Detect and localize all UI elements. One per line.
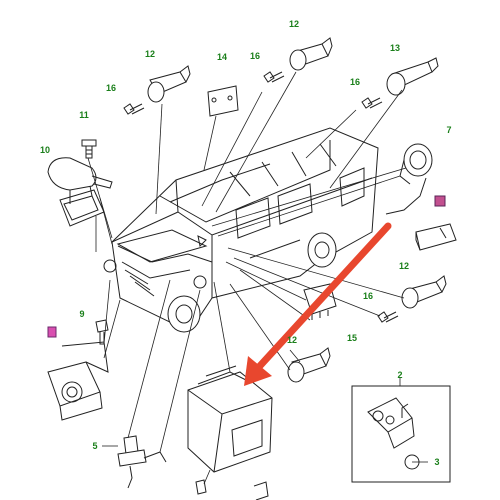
callout-16-top-right: 16: [349, 77, 361, 87]
plate-part: [207, 85, 239, 117]
callout-12-right: 12: [398, 261, 410, 271]
switch-part: [117, 435, 167, 489]
callout-2: 2: [397, 370, 403, 380]
sensor-part: [95, 319, 109, 345]
highlight-marker-right: [434, 195, 446, 207]
screw-part-4: [377, 311, 399, 323]
clock-spring-part: [385, 143, 433, 215]
bulb-holder-bottom: [287, 347, 331, 383]
bolt-part: [81, 139, 97, 159]
pointer-arrow: [244, 222, 392, 386]
callout-3: 3: [434, 457, 440, 467]
siren-unit-part: [47, 341, 109, 421]
callout-7: 7: [446, 125, 452, 135]
ecu-box-part: [187, 365, 273, 473]
vehicle-body: [103, 127, 379, 333]
callout-12-top-left: 12: [144, 49, 156, 59]
callout-15: 15: [346, 333, 358, 343]
callout-12-top-center: 12: [288, 19, 300, 29]
bulb-holder-right: [401, 275, 447, 309]
callout-14: 14: [216, 52, 228, 62]
callout-10: 10: [39, 145, 51, 155]
callout-13: 13: [389, 43, 401, 53]
callout-9: 9: [79, 309, 85, 319]
horn-part: [47, 157, 113, 227]
leader-lines: [87, 71, 428, 485]
callout-16-top-center: 16: [249, 51, 261, 61]
highlight-marker-left: [47, 326, 57, 338]
screw-part-3: [361, 97, 383, 109]
lamp-part: [386, 57, 439, 96]
screw-part-1: [123, 103, 145, 115]
plug-part: [195, 479, 269, 500]
callout-16-right: 16: [362, 291, 374, 301]
key-fob-inset: [351, 385, 451, 483]
callout-5: 5: [92, 441, 98, 451]
connector-module-part: [415, 223, 457, 251]
callout-16-top-left: 16: [105, 83, 117, 93]
callout-12-bottom: 12: [286, 335, 298, 345]
bulb-holder-top-mid: [289, 37, 333, 71]
bulb-holder-top-left: [147, 65, 191, 103]
callout-11: 11: [79, 110, 89, 120]
screw-part-2: [263, 71, 285, 83]
